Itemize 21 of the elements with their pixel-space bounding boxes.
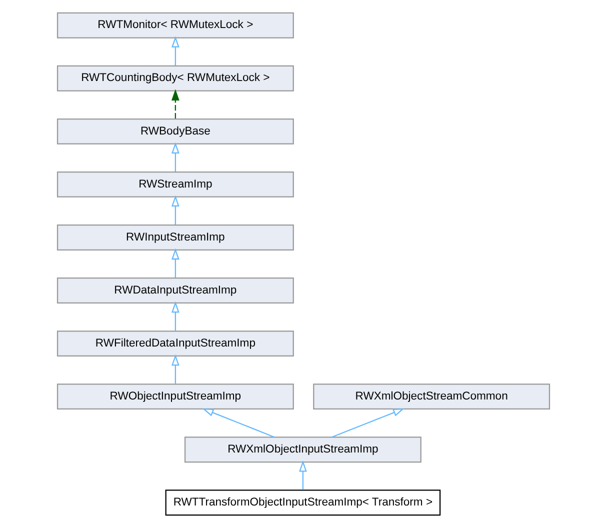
arrow <box>170 354 179 384</box>
node-box: RWFilteredDataInputStreamImp <box>56 330 294 357</box>
node-box: RWStreamImp <box>56 171 294 198</box>
node-box: RWBodyBase <box>56 118 294 144</box>
node-box: RWTCountingBody< RWMutexLock > <box>56 65 294 92</box>
node-box: RWXmlObjectStreamCommon <box>312 384 550 410</box>
arrow <box>170 89 179 118</box>
arrow <box>298 460 306 490</box>
node-box: RWTTransformObjectInputStreamImp< Transform > <box>164 490 440 516</box>
node-box: RWXmlObjectInputStreamImp <box>184 436 421 463</box>
arrow <box>170 301 179 331</box>
arrow <box>202 408 274 438</box>
node-box: RWInputStreamImp <box>56 224 294 250</box>
arrow <box>170 195 179 225</box>
arrow <box>170 36 179 66</box>
arrow <box>170 248 179 278</box>
arrow <box>331 408 404 438</box>
node-box: RWTMonitor< RWMutexLock > <box>56 12 294 38</box>
node-box: RWDataInputStreamImp <box>56 278 294 304</box>
arrow <box>170 142 179 172</box>
node-box: RWObjectInputStreamImp <box>56 384 294 410</box>
